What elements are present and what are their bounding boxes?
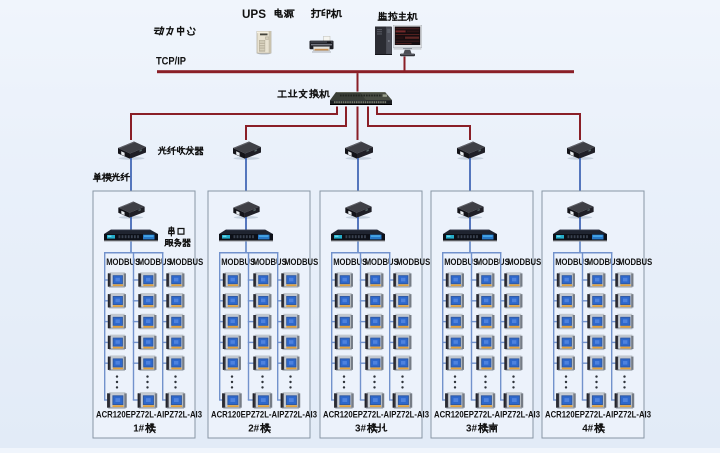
svg-text:2#: 2#: [248, 423, 259, 435]
svg-text:MODBUS: MODBUS: [221, 257, 255, 267]
svg-text:MODBUS: MODBUS: [587, 257, 621, 267]
svg-text:MODBUS: MODBUS: [106, 257, 140, 267]
svg-text:MODBUS: MODBUS: [555, 257, 589, 267]
svg-text:TCP/IP: TCP/IP: [156, 56, 186, 68]
svg-text:MODBUS: MODBUS: [476, 257, 510, 267]
svg-text:MODBUS: MODBUS: [169, 257, 203, 267]
svg-text:MODBUS: MODBUS: [444, 257, 478, 267]
svg-text:MODBUS: MODBUS: [138, 257, 172, 267]
svg-text:MODBUS: MODBUS: [396, 257, 430, 267]
svg-text:MODBUS: MODBUS: [253, 257, 287, 267]
svg-text:MODBUS: MODBUS: [618, 257, 652, 267]
svg-text:3#: 3#: [466, 423, 477, 435]
svg-text:UPS: UPS: [242, 9, 266, 21]
svg-text:MODBUS: MODBUS: [284, 257, 318, 267]
svg-text:1#: 1#: [133, 423, 144, 435]
svg-text:MODBUS: MODBUS: [365, 257, 399, 267]
svg-text:ACR120EPZ72L-AIPZ72L-AI3: ACR120EPZ72L-AIPZ72L-AI3: [96, 410, 202, 420]
svg-text:3#: 3#: [355, 423, 366, 435]
svg-text:ACR120EPZ72L-AIPZ72L-AI3: ACR120EPZ72L-AIPZ72L-AI3: [434, 410, 540, 420]
svg-text:MODBUS: MODBUS: [507, 257, 541, 267]
svg-text:ACR120EPZ72L-AIPZ72L-AI3: ACR120EPZ72L-AIPZ72L-AI3: [545, 410, 651, 420]
svg-text:ACR120EPZ72L-AIPZ72L-AI3: ACR120EPZ72L-AIPZ72L-AI3: [323, 410, 429, 420]
svg-text:ACR120EPZ72L-AIPZ72L-AI3: ACR120EPZ72L-AIPZ72L-AI3: [211, 410, 317, 420]
svg-text:4#: 4#: [582, 423, 593, 435]
svg-text:MODBUS: MODBUS: [333, 257, 367, 267]
